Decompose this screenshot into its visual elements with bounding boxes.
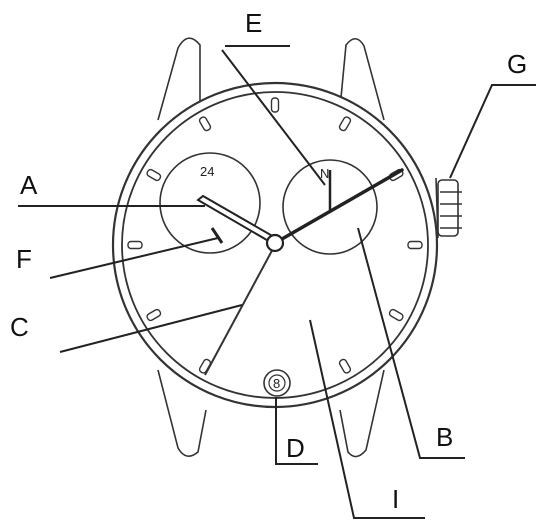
lower-left-lug (157, 369, 207, 457)
label-c: C (10, 312, 29, 342)
date-digit: 8 (273, 376, 280, 391)
left-subdial (159, 152, 261, 254)
minute-hand (273, 168, 404, 245)
crown (435, 177, 462, 239)
label-b: B (436, 422, 453, 452)
hands (196, 168, 404, 376)
right-subdial-label: N (320, 166, 329, 181)
center-pin (265, 233, 285, 253)
date-window (263, 369, 291, 397)
label-f: F (16, 244, 32, 274)
leader-c (59, 304, 243, 353)
hour-marker (146, 168, 162, 182)
leader-e-diag (221, 49, 326, 186)
leader-g (449, 84, 536, 179)
hour-marker (338, 358, 352, 374)
leader-d (275, 397, 318, 465)
label-i: I (392, 484, 399, 514)
upper-left-lug (157, 37, 201, 121)
leader-i (309, 319, 425, 519)
leader-lines (18, 45, 536, 519)
hour-marker (407, 240, 423, 250)
lugs (157, 37, 385, 458)
left-subdial-hand (210, 227, 224, 244)
hour-marker (338, 116, 352, 132)
label-d: D (286, 433, 305, 463)
hour-marker (146, 308, 162, 322)
leader-f (49, 237, 219, 279)
hour-markers (127, 97, 423, 374)
leader-b (357, 227, 465, 459)
label-e: E (245, 8, 262, 38)
label-g: G (507, 49, 527, 79)
left-subdial-label: 24 (200, 164, 214, 179)
date-window-inner (268, 374, 286, 392)
hour-marker (388, 308, 404, 322)
hour-marker (270, 97, 280, 113)
upper-right-lug (339, 37, 385, 121)
hour-marker (127, 240, 143, 250)
seconds-hand (204, 244, 276, 376)
right-subdial (282, 159, 378, 255)
lower-right-lug (339, 369, 385, 458)
label-a: A (20, 170, 38, 200)
hour-marker (198, 116, 212, 132)
